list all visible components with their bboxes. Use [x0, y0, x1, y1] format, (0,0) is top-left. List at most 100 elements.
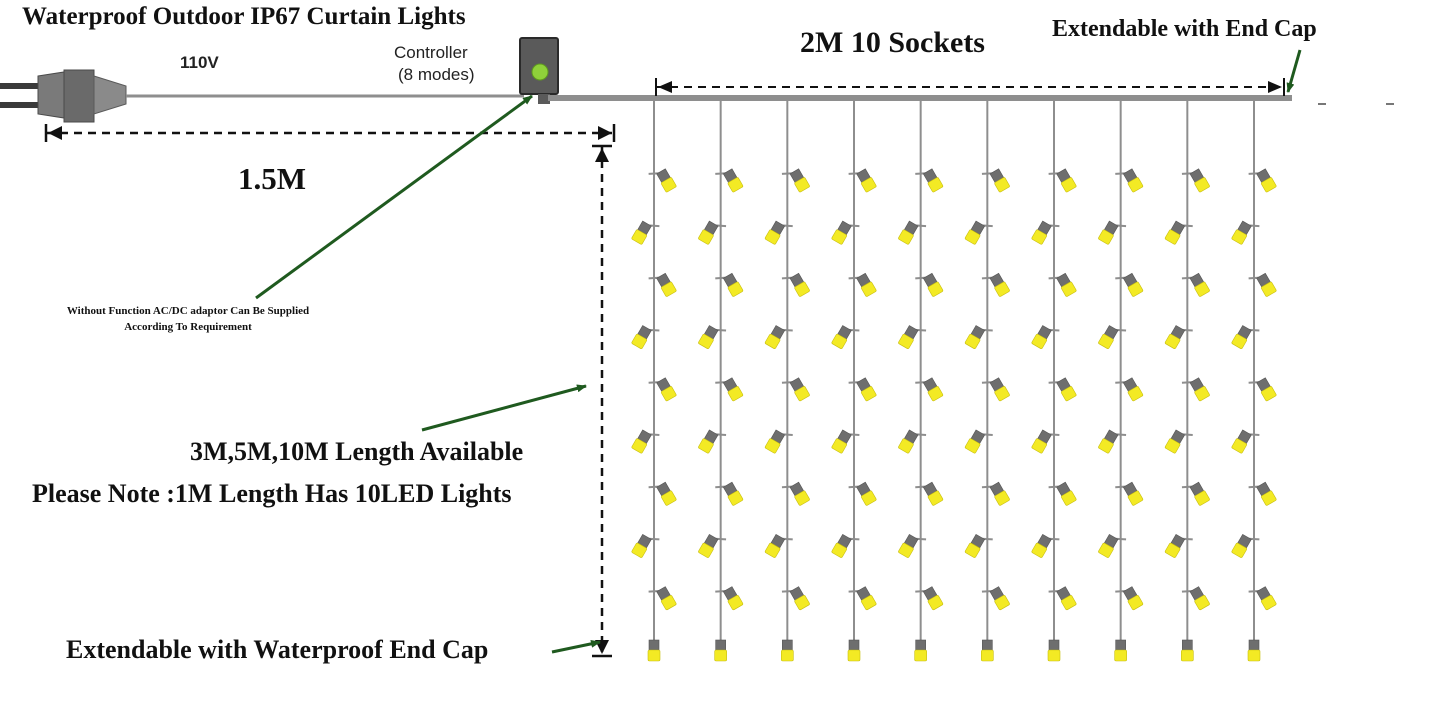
- bulb-icon: [631, 429, 660, 454]
- bulb-icon: [698, 220, 727, 245]
- bulb-icon: [1098, 220, 1127, 245]
- bulb-icon: [715, 481, 744, 506]
- bulb-icon: [831, 220, 860, 245]
- bulb-icon: [1181, 377, 1210, 402]
- controller-modes-label: (8 modes): [398, 65, 475, 84]
- bulb-icon: [698, 429, 727, 454]
- bulb-icon: [1181, 586, 1210, 611]
- bulb-icon: [648, 586, 677, 611]
- bulb-icon: [848, 272, 877, 297]
- light-strand: [764, 100, 810, 662]
- bulb-icon: [831, 325, 860, 349]
- bulb-icon: [1048, 272, 1077, 297]
- bulb-icon: [1115, 272, 1144, 297]
- bulb-icon: [831, 429, 860, 454]
- bulb-icon: [914, 639, 927, 662]
- cable-length-dimension: [44, 124, 616, 142]
- top-end-cap-arrow: [1286, 49, 1302, 93]
- bulb-icon: [1231, 429, 1260, 454]
- light-strand: [1031, 100, 1077, 662]
- light-strand: [831, 100, 877, 662]
- bulb-icon: [1048, 481, 1077, 506]
- bulb-icon: [1164, 220, 1193, 245]
- bulb-icon: [1248, 168, 1277, 193]
- bulb-icon: [648, 481, 677, 506]
- bulb-icon: [831, 533, 860, 558]
- sockets-label: 2M 10 Sockets: [800, 26, 985, 59]
- length-dimension: [592, 144, 612, 658]
- bulb-icon: [964, 220, 993, 245]
- bulb-icon: [1031, 325, 1060, 349]
- bulb-icon: [848, 377, 877, 402]
- bulb-icon: [1114, 639, 1127, 662]
- bulb-icon: [781, 377, 810, 402]
- bulb-icon: [781, 481, 810, 506]
- length-available-label: 3M,5M,10M Length Available: [190, 437, 523, 466]
- adaptor-note-line1: Without Function AC/DC adaptor Can Be Su…: [67, 305, 309, 317]
- bulb-icon: [1098, 429, 1127, 454]
- bulb-icon: [698, 325, 727, 349]
- bulb-icon: [1031, 220, 1060, 245]
- bulb-icon: [1164, 325, 1193, 349]
- bulb-icon: [898, 533, 927, 558]
- adaptor-arrow: [255, 94, 533, 300]
- bulb-icon: [1115, 168, 1144, 193]
- bulb-icon: [1231, 220, 1260, 245]
- bulb-icon: [981, 586, 1010, 611]
- light-strand: [964, 100, 1010, 662]
- bulb-icon: [715, 168, 744, 193]
- bottom-end-cap-arrow: [551, 639, 601, 654]
- light-strand: [698, 100, 744, 662]
- bulb-icon: [915, 586, 944, 611]
- bulb-icon: [1115, 586, 1144, 611]
- controller-label: Controller: [394, 43, 468, 62]
- bulb-icon: [915, 481, 944, 506]
- bulb-icon: [1164, 533, 1193, 558]
- bulb-icon: [631, 220, 660, 245]
- light-strand: [1231, 100, 1277, 662]
- bulb-icon: [1231, 533, 1260, 558]
- bulb-icon: [847, 639, 861, 662]
- bulb-icon: [898, 429, 927, 454]
- bulb-icon: [964, 325, 993, 349]
- bulb-icon: [1048, 377, 1077, 402]
- light-strand: [1164, 100, 1210, 662]
- bulb-icon: [1247, 639, 1261, 662]
- length-note-label: Please Note :1M Length Has 10LED Lights: [32, 479, 512, 508]
- controller-icon: [519, 37, 559, 104]
- bulb-icon: [781, 639, 794, 662]
- bulb-icon: [1248, 272, 1277, 297]
- bulb-icon: [1098, 325, 1127, 349]
- bulb-icon: [781, 272, 810, 297]
- bulb-icon: [781, 168, 810, 193]
- light-strand: [1098, 100, 1144, 662]
- bulb-icon: [1047, 639, 1061, 662]
- bulb-icon: [1164, 429, 1193, 454]
- light-strand: [898, 100, 944, 662]
- bulb-icon: [981, 639, 994, 662]
- bulb-icon: [981, 377, 1010, 402]
- bulb-icon: [1248, 586, 1277, 611]
- bulb-icon: [631, 533, 660, 558]
- bulb-icon: [1248, 481, 1277, 506]
- bulb-icon: [1231, 325, 1260, 349]
- bulb-icon: [1098, 533, 1127, 558]
- bulb-icon: [781, 586, 810, 611]
- bulb-icon: [981, 272, 1010, 297]
- bulb-icon: [915, 272, 944, 297]
- bulb-icon: [848, 586, 877, 611]
- bulb-icon: [648, 272, 677, 297]
- sockets-dimension: [655, 78, 1285, 96]
- power-plug-icon: [0, 69, 127, 123]
- length-arrow: [421, 384, 587, 432]
- bulb-icon: [981, 481, 1010, 506]
- bulb-icon: [1048, 586, 1077, 611]
- bulb-icon: [764, 325, 793, 349]
- cable-length-label: 1.5M: [238, 161, 306, 196]
- bulb-icon: [698, 533, 727, 558]
- bulb-icon: [715, 377, 744, 402]
- bulb-icon: [964, 533, 993, 558]
- bulb-icon: [631, 325, 660, 349]
